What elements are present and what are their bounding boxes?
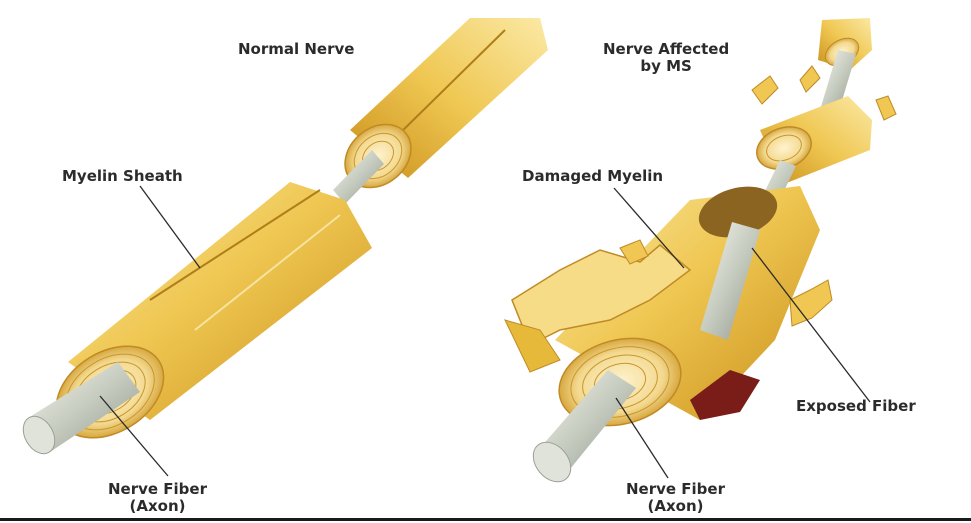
leader-myelin-sheath xyxy=(140,186,200,268)
left-nerve-fiber-line1: Nerve Fiber xyxy=(108,481,207,498)
ms-affected-label: Nerve Affected by MS xyxy=(603,41,729,75)
ms-nerve-illustration xyxy=(505,18,896,489)
normal-nerve-illustration xyxy=(17,18,548,459)
left-nerve-fiber-line2: (Axon) xyxy=(108,498,207,515)
right-nerve-fiber-line1: Nerve Fiber xyxy=(626,481,725,498)
bottom-divider xyxy=(0,518,971,521)
normal-nerve-label: Normal Nerve xyxy=(238,41,354,58)
ms-affected-label-line2: by MS xyxy=(603,58,729,75)
myelin-sheath-label: Myelin Sheath xyxy=(62,168,183,185)
left-nerve-fiber-label: Nerve Fiber (Axon) xyxy=(108,481,207,515)
right-nerve-fiber-line2: (Axon) xyxy=(626,498,725,515)
damaged-myelin-label: Damaged Myelin xyxy=(522,168,663,185)
right-nerve-fiber-label: Nerve Fiber (Axon) xyxy=(626,481,725,515)
ms-affected-label-line1: Nerve Affected xyxy=(603,41,729,58)
exposed-fiber-label: Exposed Fiber xyxy=(796,398,916,415)
